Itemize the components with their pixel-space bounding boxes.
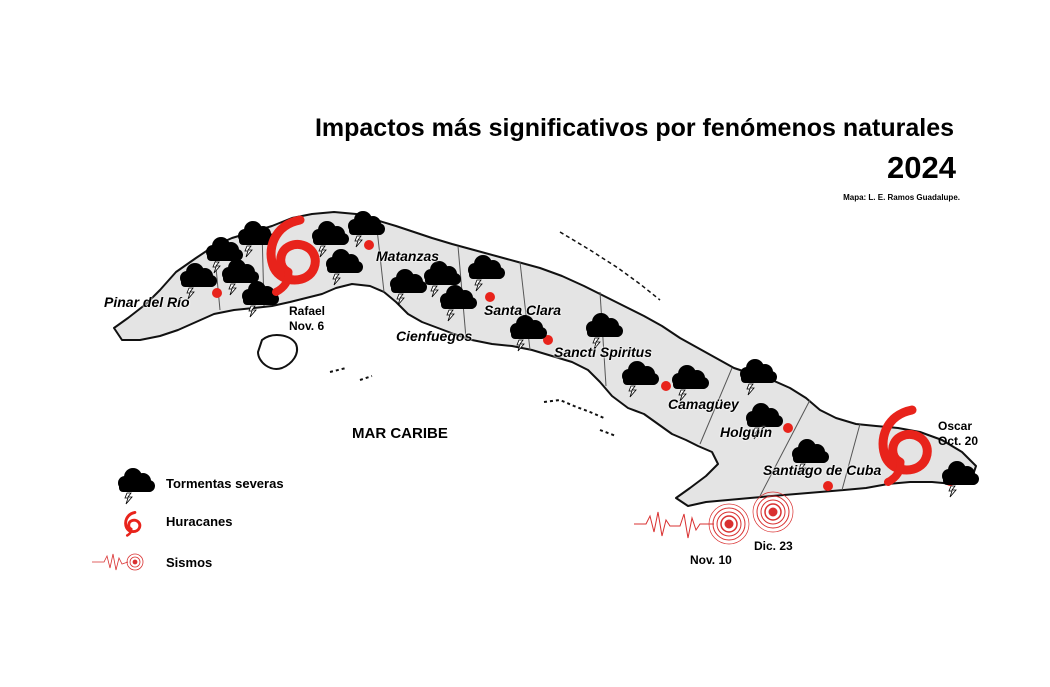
hurricane-oscar-label: Oscar Oct. 20 (938, 419, 978, 449)
legend-label-storms: Tormentas severas (166, 476, 284, 491)
isla-de-la-juventud (256, 334, 298, 370)
city-dot (823, 481, 833, 491)
city-label-cienfuegos: Cienfuegos (396, 328, 473, 344)
city-dot (212, 288, 222, 298)
city-label-holguin: Holguín (720, 424, 773, 440)
city-dot (783, 423, 793, 433)
hurricane-date: Oct. 20 (938, 434, 979, 448)
hurricane-date: Nov. 6 (289, 319, 325, 333)
map-credit: Mapa: L. E. Ramos Guadalupe. (843, 193, 960, 202)
city-dot (661, 381, 671, 391)
hurricane-name: Oscar (938, 419, 973, 433)
sea-label: MAR CARIBE (352, 425, 448, 442)
city-dots (212, 240, 955, 491)
epicenter-nov10 (708, 503, 750, 545)
hurricane-rafael-label: Rafael Nov. 6 (289, 304, 325, 334)
earthquake-date-label: Nov. 10 (690, 553, 732, 567)
city-label-sancti-spiritus: Sancti Spiritus (554, 344, 653, 360)
map-title: Impactos más significativos por fenómeno… (314, 114, 954, 142)
city-label-santa-clara: Santa Clara (484, 302, 562, 318)
cuba-island (113, 211, 977, 507)
legend-earthquake-icon (92, 553, 144, 571)
city-label-santiago-de-cuba: Santiago de Cuba (763, 462, 882, 478)
city-label-matanzas: Matanzas (376, 248, 440, 264)
city-dot (364, 240, 374, 250)
earthquake-date-label: Dic. 23 (754, 539, 793, 553)
city-label-camaguey: Camagüey (668, 396, 739, 412)
city-dot (485, 292, 495, 302)
map-year: 2024 (887, 150, 956, 185)
hurricane-name: Rafael (289, 304, 326, 318)
city-label-pinar-del-rio: Pinar del Río (104, 294, 190, 310)
epicenter-dic23 (752, 491, 794, 533)
legend-label-hurricanes: Huracanes (166, 514, 233, 529)
legend-hurricane-icon (124, 510, 142, 537)
legend-label-earthquakes: Sismos (166, 555, 213, 570)
seismic-wave-nov10 (634, 511, 714, 539)
city-dot (543, 335, 553, 345)
legend-storm-cloud-icon (117, 467, 156, 505)
